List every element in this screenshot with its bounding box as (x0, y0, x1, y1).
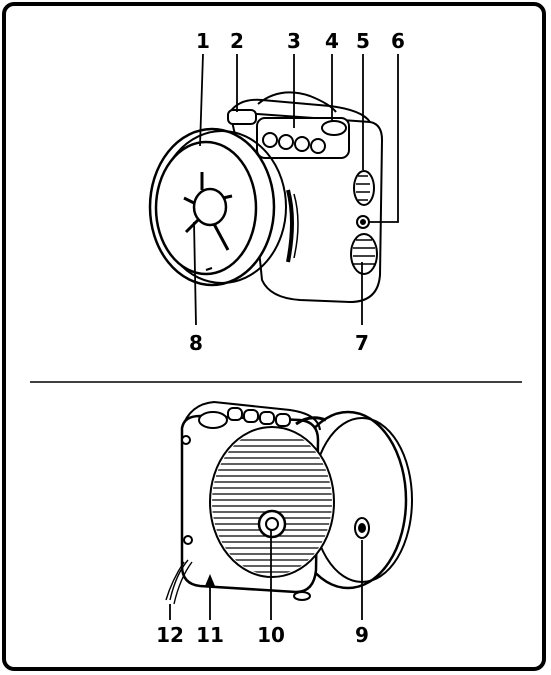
side-jack-rear-hole (358, 523, 366, 533)
callout-2: 2 (230, 29, 244, 53)
rear-top-face (181, 400, 321, 431)
callout-8: 8 (189, 331, 203, 355)
callout-3: 3 (287, 29, 301, 53)
rear-top-knob (198, 411, 228, 429)
lens-hub (192, 187, 228, 227)
callout-10: 10 (257, 623, 285, 647)
callout-4: 4 (325, 29, 339, 53)
callout-1: 1 (196, 29, 210, 53)
radio-body (228, 110, 384, 304)
callout-7: 7 (355, 331, 369, 355)
callout-12: 12 (156, 623, 184, 647)
top-knob (321, 120, 347, 136)
side-grille-slot-inner (293, 193, 299, 259)
corner-screw-bottom (183, 535, 193, 545)
rear-top-button-4 (275, 413, 291, 427)
tripod-socket-inner (265, 517, 279, 531)
preset-button-3 (294, 136, 310, 152)
lens-spokes (183, 172, 233, 251)
leader-6 (369, 54, 399, 223)
callout-9: 9 (355, 623, 369, 647)
top-leader-lines (193, 53, 399, 326)
radio-front-view (148, 91, 384, 304)
page-frame (2, 2, 546, 671)
preset-button-4 (310, 138, 326, 154)
preset-button-2 (278, 134, 294, 150)
rear-top-button-1 (227, 407, 243, 421)
rear-top-button-3 (259, 411, 275, 425)
rear-top-button-2 (243, 409, 259, 423)
radio-back-view (165, 400, 413, 605)
leader-8 (193, 221, 197, 326)
leader-1 (199, 53, 204, 147)
side-dial-upper-ridges (356, 175, 370, 201)
top-switch (227, 109, 257, 125)
power-cord (165, 559, 193, 605)
lens-index-mark (205, 267, 213, 271)
side-dial-lower-ridges (353, 239, 375, 265)
side-jack-hole (360, 219, 366, 225)
callout-5: 5 (356, 29, 370, 53)
leader-11-arrow (205, 574, 215, 586)
preset-button-1 (262, 132, 278, 148)
callout-6: 6 (391, 29, 405, 53)
rear-top-bump (295, 416, 327, 426)
bottom-leader-lines (169, 530, 363, 620)
side-dial-upper (353, 170, 375, 206)
side-grille-slot (286, 189, 294, 263)
rear-foot (293, 591, 311, 601)
callout-11: 11 (196, 623, 224, 647)
corner-screw-top (181, 435, 191, 445)
